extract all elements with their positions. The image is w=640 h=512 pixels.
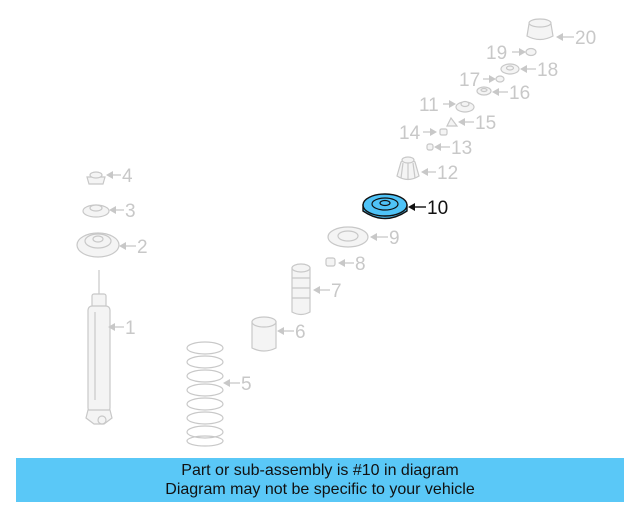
callout-1-label: 1 [125, 318, 136, 339]
part-18-washer[interactable] [500, 63, 520, 75]
callout-19-label: 19 [486, 43, 507, 64]
part-19-nut[interactable] [525, 47, 537, 57]
callout-11-label: 11 [419, 95, 439, 116]
part-16-washer[interactable] [476, 86, 492, 96]
callout-4: 4 [106, 166, 133, 187]
callout-16-label: 16 [509, 83, 530, 104]
callout-9-label: 9 [389, 228, 400, 249]
callout-4-label: 4 [122, 166, 133, 187]
callout-17-label: 17 [459, 70, 480, 91]
callout-16: 16 [492, 83, 530, 104]
part-1-shock-absorber[interactable] [85, 270, 113, 425]
callout-7-label: 7 [331, 281, 342, 302]
callout-5-label: 5 [241, 374, 252, 395]
callout-15-label: 15 [475, 113, 496, 134]
callout-14-label: 14 [399, 123, 421, 144]
callout-7: 7 [313, 281, 342, 302]
part-17-nut[interactable] [495, 75, 505, 83]
callout-18-label: 18 [537, 60, 558, 81]
part-6-bump-stop[interactable] [251, 316, 277, 352]
part-11-cap[interactable] [455, 100, 475, 113]
part-20-top-cap[interactable] [526, 18, 554, 41]
callout-13-label: 13 [451, 138, 472, 159]
callout-2-label: 2 [137, 237, 148, 258]
callout-19: 19 [486, 43, 526, 64]
part-15-washer[interactable] [446, 116, 459, 127]
part-4-nut[interactable] [86, 171, 106, 185]
callout-10-label: 10 [427, 198, 448, 219]
callout-10: 10 [408, 198, 448, 219]
part-14-nut[interactable] [439, 128, 448, 136]
callout-8: 8 [338, 254, 366, 275]
part-13-pin[interactable] [426, 143, 434, 151]
callout-17: 17 [459, 70, 496, 91]
callout-2: 2 [119, 237, 148, 258]
callout-18: 18 [520, 60, 558, 81]
part-9-spring-seat[interactable] [327, 226, 369, 248]
callout-9: 9 [370, 228, 400, 249]
callout-20-label: 20 [575, 28, 596, 49]
part-2-upper-mount[interactable] [76, 232, 120, 258]
callout-6-label: 6 [295, 322, 306, 343]
banner-line-2: Diagram may not be specific to your vehi… [165, 481, 475, 498]
part-3-washer[interactable] [82, 204, 110, 218]
part-12-ribbed-mount[interactable] [396, 156, 420, 181]
callout-1: 1 [108, 318, 136, 339]
info-banner: Part or sub-assembly is #10 in diagram D… [16, 458, 624, 502]
banner-line-1: Part or sub-assembly is #10 in diagram [181, 462, 459, 479]
callout-12-label: 12 [437, 163, 458, 184]
callout-6: 6 [277, 322, 306, 343]
part-10-strut-mount-highlighted[interactable] [362, 193, 408, 220]
part-5-coil-spring[interactable] [186, 341, 224, 447]
callout-3-label: 3 [125, 201, 136, 222]
part-7-dust-boot[interactable] [291, 263, 311, 316]
callout-11: 11 [419, 95, 456, 116]
callout-15: 15 [458, 113, 496, 134]
part-8-bushing[interactable] [325, 257, 336, 267]
callout-20: 20 [556, 28, 596, 49]
callout-8-label: 8 [355, 254, 366, 275]
parts-diagram: 1 2 3 4 [76, 18, 596, 447]
callout-12: 12 [421, 163, 458, 184]
callout-5: 5 [223, 374, 252, 395]
callout-13: 13 [434, 138, 472, 159]
callout-3: 3 [109, 201, 136, 222]
callout-14: 14 [399, 123, 437, 144]
